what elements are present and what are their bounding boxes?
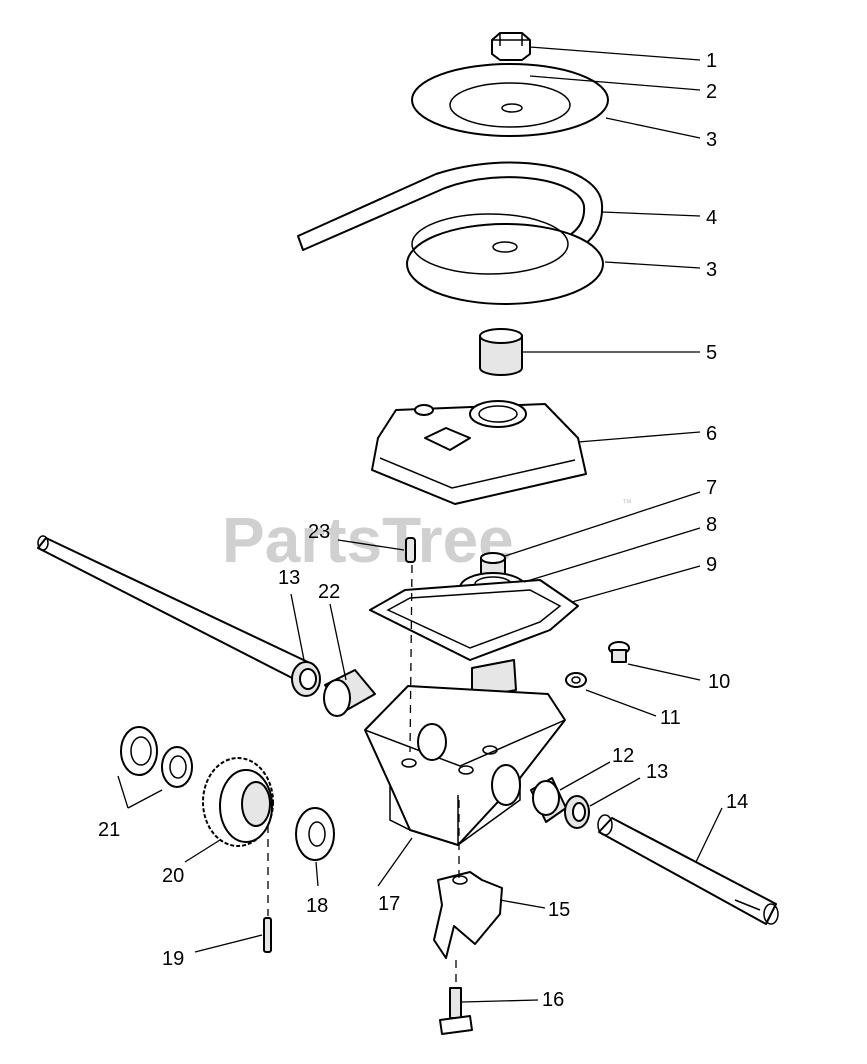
watermark-text: PartsTree [222,504,514,576]
callout-8: 8 [706,514,717,536]
callout-4: 4 [706,207,717,229]
part-21-washers[interactable] [120,726,193,788]
callout-13-left: 13 [278,567,300,589]
part-20-gear[interactable] [202,757,274,847]
part-22-bushing[interactable] [323,669,376,717]
watermark-trademark: ™ [622,498,632,509]
callout-16: 16 [542,989,564,1011]
callout-7: 7 [706,477,717,499]
part-23-dowel-pin[interactable] [405,537,416,563]
callout-21: 21 [98,819,120,841]
callout-13-right: 13 [646,761,668,783]
watermark: PartsTree ™ [222,498,632,576]
callout-14: 14 [726,791,748,813]
callout-3-upper: 3 [706,129,717,151]
part-6-gearbox-cover[interactable] [371,400,587,505]
part-9-gasket[interactable] [369,579,579,661]
part-16-bolt[interactable] [439,987,473,1035]
callout-6: 6 [706,423,717,445]
part-10-screw[interactable] [608,641,630,663]
part-17-gearbox-housing[interactable] [364,685,566,847]
part-1-hex-nut[interactable] [491,32,531,61]
part-15-shift-fork[interactable] [433,871,503,959]
part-3-upper-plate[interactable] [411,63,609,137]
callout-22: 22 [318,581,340,603]
callout-20: 20 [162,865,184,887]
part-12-right-bushing[interactable] [530,777,567,823]
callout-2: 2 [706,81,717,103]
callout-5: 5 [706,342,717,364]
callout-3-lower: 3 [706,259,717,281]
callout-11: 11 [660,707,681,729]
callout-17: 17 [378,893,400,915]
part-18-washer[interactable] [295,807,335,861]
part-13-right-bearing[interactable] [564,795,590,829]
callout-1: 1 [706,50,717,72]
callout-9: 9 [706,554,717,576]
part-13-left-bearing[interactable] [291,661,321,697]
part-5-bushing[interactable] [479,328,523,376]
part-11-washer[interactable] [565,672,587,688]
callout-12: 12 [612,745,634,767]
callout-23: 23 [308,521,330,543]
callout-10: 10 [708,671,730,693]
part-19-roll-pin[interactable] [263,917,272,953]
callout-18: 18 [306,895,328,917]
alignment-lines [267,564,460,986]
callout-15: 15 [548,899,570,921]
callout-labels: 1 2 3 4 3 5 6 7 8 9 10 11 12 13 14 15 16… [98,50,748,1011]
leader-lines [117,46,723,1003]
callout-19: 19 [162,948,184,970]
part-3-lower-plate[interactable] [406,213,604,305]
part-14-right-axle[interactable] [597,814,779,925]
